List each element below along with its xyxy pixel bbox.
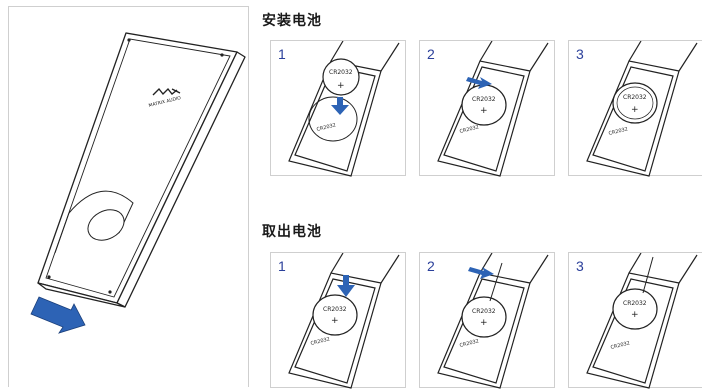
battery-slot-label: CR2032 <box>610 340 631 351</box>
push-arrow-icon <box>30 296 86 334</box>
remove-step-1-illustration: CR2032 + CR2032 <box>288 253 400 389</box>
remove-battery-heading: 取出电池 <box>262 224 322 240</box>
install-step-2-illustration: CR2032 + CR2032 <box>437 41 549 177</box>
brand-logo <box>152 87 181 96</box>
install-step-3: CR2032 + CR2032 3 <box>568 40 702 177</box>
remote-overview-panel: MATRIX AUDIO <box>8 6 249 387</box>
battery-label: CR2032 <box>623 94 647 101</box>
step-number: 3 <box>576 46 584 62</box>
install-step-2: CR2032 + CR2032 2 <box>419 40 555 177</box>
step-number: 1 <box>278 46 286 62</box>
remove-step-3: CR2032 + CR2032 3 <box>568 252 702 389</box>
plus-icon: + <box>480 106 488 116</box>
remove-step-2-illustration: CR2032 + CR2032 <box>437 253 549 389</box>
plus-icon: + <box>337 81 345 91</box>
battery-label: CR2032 <box>329 69 353 76</box>
battery-slot-label: CR2032 <box>310 336 331 347</box>
step-number: 2 <box>427 46 435 62</box>
install-step-1-illustration: CR2032 + CR2032 <box>288 41 400 177</box>
battery-label: CR2032 <box>323 306 347 313</box>
plus-icon: + <box>631 105 639 115</box>
step-number: 1 <box>278 258 286 274</box>
remote-back-illustration: MATRIX AUDIO <box>30 32 246 334</box>
battery-slot-label: CR2032 <box>459 338 480 349</box>
install-battery-heading: 安装电池 <box>262 13 322 29</box>
battery-slot-label: CR2032 <box>316 122 337 133</box>
plus-icon: + <box>631 310 639 320</box>
step-number: 3 <box>576 258 584 274</box>
push-arrow-icon <box>468 267 494 279</box>
battery-slot-label: CR2032 <box>459 124 480 135</box>
battery-slot-label: CR2032 <box>608 126 629 137</box>
remove-step-3-illustration: CR2032 + CR2032 <box>586 253 698 389</box>
push-arrow-icon <box>337 275 355 297</box>
plus-icon: + <box>480 318 488 328</box>
remove-step-1: CR2032 + CR2032 1 <box>270 252 406 389</box>
battery-label: CR2032 <box>623 300 647 307</box>
install-step-3-illustration: CR2032 + CR2032 <box>586 41 698 177</box>
push-arrow-icon <box>466 77 492 89</box>
step-number: 2 <box>427 258 435 274</box>
remove-step-2: CR2032 + CR2032 2 <box>419 252 555 389</box>
plus-icon: + <box>331 316 339 326</box>
install-step-1: CR2032 + CR2032 1 <box>270 40 406 177</box>
push-arrow-icon <box>331 97 349 115</box>
battery-label: CR2032 <box>472 308 496 315</box>
battery-label: CR2032 <box>472 96 496 103</box>
